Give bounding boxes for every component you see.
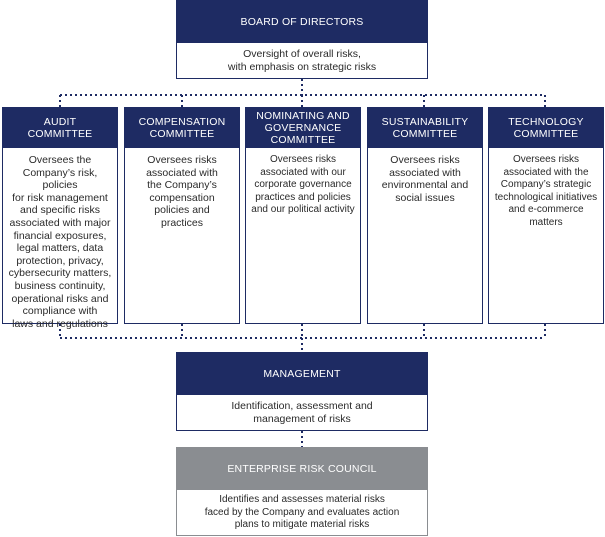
- nominating-governance-committee-title: NOMINATING AND GOVERNANCE COMMITTEE: [246, 108, 360, 148]
- management-title: MANAGEMENT: [177, 353, 427, 395]
- compensation-committee-description: Oversees risks associated with the Compa…: [146, 154, 218, 229]
- compensation-committee-box: COMPENSATION COMMITTEE Oversees risks as…: [124, 107, 240, 324]
- technology-committee-title: TECHNOLOGY COMMITTEE: [489, 108, 603, 148]
- audit-committee-description: Oversees the Company’s risk, policies fo…: [8, 154, 112, 330]
- sustainability-committee-title: SUSTAINABILITY COMMITTEE: [368, 108, 482, 148]
- technology-committee-description: Oversees risks associated with the Compa…: [494, 154, 598, 228]
- audit-committee-box: AUDIT COMMITTEE Oversees the Company’s r…: [2, 107, 118, 330]
- technology-committee-box: TECHNOLOGY COMMITTEE Oversees risks asso…: [488, 107, 604, 324]
- enterprise-risk-council-description: Identifies and assesses material risks f…: [204, 494, 400, 531]
- board-of-directors-box: BOARD OF DIRECTORS Oversight of overall …: [176, 0, 428, 79]
- enterprise-risk-council-title: ENTERPRISE RISK COUNCIL: [177, 448, 427, 490]
- board-description: Oversight of overall risks, with emphasi…: [227, 48, 377, 73]
- enterprise-risk-council-box: ENTERPRISE RISK COUNCIL Identifies and a…: [176, 447, 428, 536]
- board-title: BOARD OF DIRECTORS: [177, 1, 427, 43]
- nominating-governance-committee-description: Oversees risks associated with our corpo…: [251, 154, 355, 216]
- sustainability-committee-box: SUSTAINABILITY COMMITTEE Oversees risks …: [367, 107, 483, 324]
- audit-committee-title: AUDIT COMMITTEE: [3, 108, 117, 148]
- management-description: Identification, assessment and managemen…: [231, 400, 373, 425]
- sustainability-committee-description: Oversees risks associated with environme…: [381, 154, 469, 204]
- management-box: MANAGEMENT Identification, assessment an…: [176, 352, 428, 431]
- nominating-governance-committee-box: NOMINATING AND GOVERNANCE COMMITTEE Over…: [245, 107, 361, 324]
- compensation-committee-title: COMPENSATION COMMITTEE: [125, 108, 239, 148]
